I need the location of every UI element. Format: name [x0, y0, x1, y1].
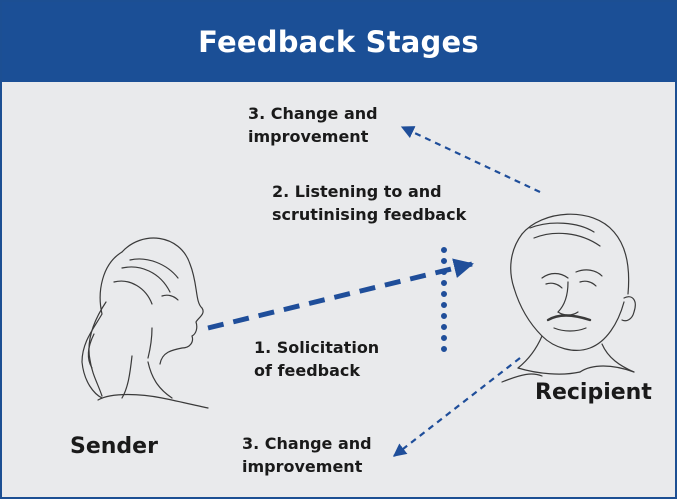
sender-label: Sender	[70, 434, 158, 459]
stage-label-change-bottom: 3. Change and improvement	[242, 434, 372, 476]
stage-label-change-top: 3. Change and improvement	[248, 104, 378, 146]
arrow-solicitation	[207, 258, 474, 331]
arrow-change-top	[400, 126, 541, 193]
page-title: Feedback Stages	[198, 25, 479, 59]
recipient-portrait	[501, 213, 636, 383]
sender-portrait	[81, 237, 209, 409]
title-bar: Feedback Stages	[2, 2, 675, 82]
arrow-change-bottom	[392, 357, 521, 457]
stage-label-listening: 2. Listening to and scrutinising feedbac…	[272, 182, 467, 224]
recipient-label: Recipient	[535, 380, 652, 405]
stage-label-solicitation: 1. Solicitation of feedback	[254, 338, 380, 380]
